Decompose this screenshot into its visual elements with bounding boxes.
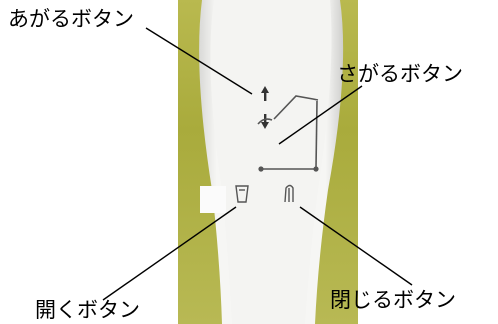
arrow-up-icon <box>261 86 269 101</box>
close-icon <box>284 184 294 203</box>
open-button-label: 開くボタン <box>35 298 140 322</box>
close-button-label: 閉じるボタン <box>330 288 456 312</box>
up-button-label: あがるボタン <box>8 7 134 31</box>
down-button-label: さがるボタン <box>337 62 463 86</box>
open-icon <box>235 185 249 203</box>
white-patch <box>200 186 226 213</box>
